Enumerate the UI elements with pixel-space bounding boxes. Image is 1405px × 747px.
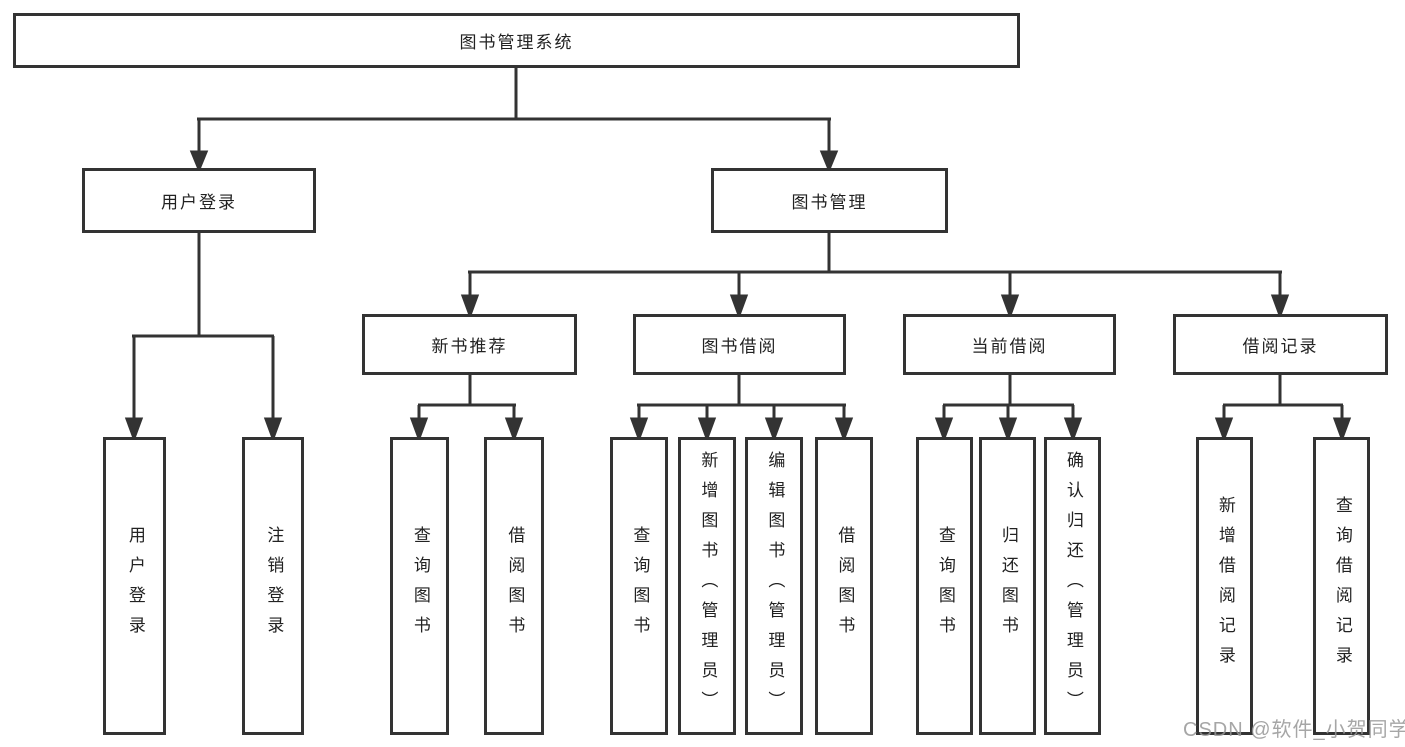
arrowhead [1063, 417, 1083, 443]
arrowhead [819, 150, 839, 173]
node-label: 用户登录 [161, 193, 237, 212]
node-label: 新书推荐 [431, 337, 508, 356]
arrowhead [834, 417, 854, 443]
leaf-borrowing-query-books: 查询图书 [610, 437, 668, 735]
node-new-book-recommend: 新书推荐 [362, 314, 577, 375]
node-label: 查询图书 [935, 526, 955, 646]
node-book-borrowing: 图书借阅 [633, 314, 846, 375]
node-label: 归还图书 [998, 526, 1018, 646]
arrowhead [998, 417, 1018, 443]
arrowhead [504, 417, 524, 443]
arrowhead [189, 150, 209, 173]
arrowhead [1332, 417, 1352, 443]
arrowhead [1214, 417, 1234, 443]
node-label: 查询图书 [410, 526, 430, 646]
node-current-borrowing: 当前借阅 [903, 314, 1116, 375]
csdn-watermark: CSDN @软件_小贺同学 [1183, 719, 1405, 741]
node-label: 查询借阅记录 [1332, 496, 1352, 676]
leaf-current-query-books: 查询图书 [916, 437, 973, 735]
leaf-add-borrow-record: 新增借阅记录 [1196, 437, 1253, 735]
leaf-borrow-books: 借阅图书 [815, 437, 873, 735]
node-label: 借阅图书 [835, 526, 855, 646]
leaf-confirm-return-admin: 确认归还（管理员） [1044, 437, 1101, 735]
arrowhead [697, 417, 717, 443]
arrowhead [629, 417, 649, 443]
leaf-recommend-query-books: 查询图书 [390, 437, 449, 735]
node-label: 新增图书（管理员） [698, 451, 718, 721]
leaf-user-login: 用户登录 [103, 437, 166, 735]
node-label: 确认归还（管理员） [1063, 451, 1083, 721]
node-borrow-records: 借阅记录 [1173, 314, 1388, 375]
node-book-management: 图书管理 [711, 168, 948, 233]
arrowhead [934, 417, 954, 443]
node-user-login: 用户登录 [82, 168, 316, 233]
leaf-recommend-borrow-books: 借阅图书 [484, 437, 544, 735]
leaf-edit-books-admin: 编辑图书（管理员） [745, 437, 803, 735]
arrowhead [729, 294, 749, 320]
leaf-add-books-admin: 新增图书（管理员） [678, 437, 736, 735]
node-label: 图书管理系统 [459, 33, 574, 52]
node-label: 用户登录 [125, 526, 145, 646]
node-root-library-system: 图书管理系统 [13, 13, 1020, 68]
arrowhead [409, 417, 429, 443]
node-label: 当前借阅 [971, 337, 1048, 356]
node-label: 借阅记录 [1242, 337, 1319, 356]
leaf-query-borrow-record: 查询借阅记录 [1313, 437, 1370, 735]
node-label: 编辑图书（管理员） [765, 451, 785, 721]
node-label: 图书借阅 [701, 337, 778, 356]
node-label: 借阅图书 [505, 526, 525, 646]
leaf-logout: 注销登录 [242, 437, 304, 735]
arrowhead [124, 417, 144, 443]
arrowhead [1000, 294, 1020, 320]
arrowhead [263, 417, 283, 443]
arrowhead [460, 294, 480, 320]
node-label: 注销登录 [264, 526, 284, 646]
leaf-return-books: 归还图书 [979, 437, 1036, 735]
node-label: 图书管理 [791, 193, 868, 212]
arrowhead [764, 417, 784, 443]
node-label: 新增借阅记录 [1215, 496, 1235, 676]
arrowhead [1270, 294, 1290, 320]
node-label: 查询图书 [630, 526, 650, 646]
connector-lines [124, 68, 1352, 443]
